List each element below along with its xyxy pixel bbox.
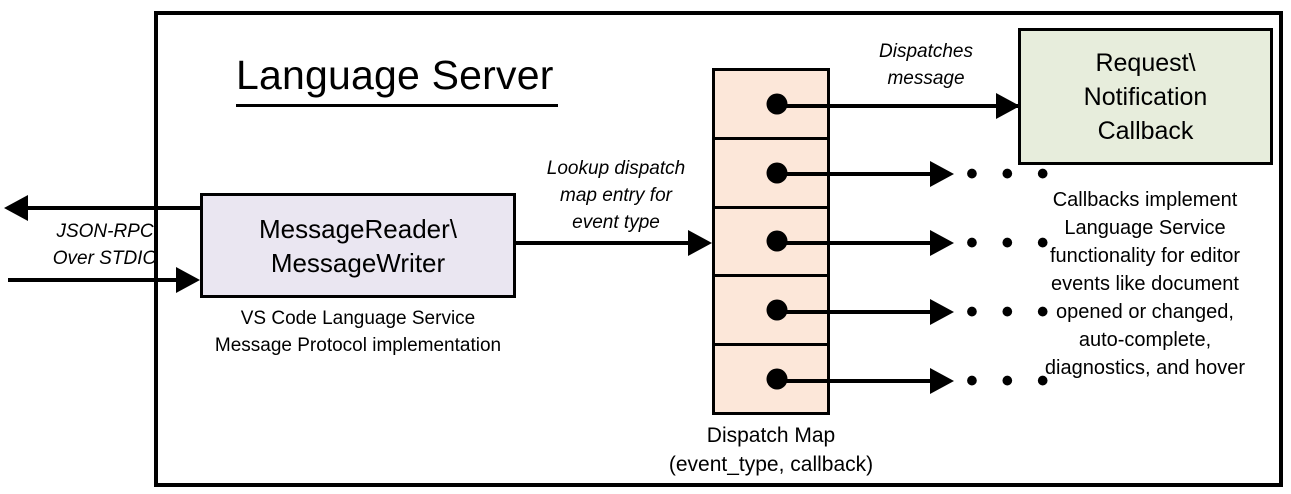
dispatch-map-caption-line1: Dispatch Map xyxy=(706,424,836,447)
dispatch-row2-arrowhead xyxy=(930,161,954,187)
callback-caption-line7: diagnostics, and hover xyxy=(1044,357,1246,379)
message-io-line2: MessageWriter xyxy=(270,247,446,278)
dispatch-map-caption: Dispatch Map (event_type, callback) xyxy=(640,421,902,479)
callback-caption-line3: functionality for editor xyxy=(1049,245,1241,267)
callback-line1: Request\ xyxy=(1095,48,1196,77)
callback-caption-line4: events like document xyxy=(1051,273,1239,295)
dispatch-message-line1: Dispatches xyxy=(879,41,973,62)
lookup-label: Lookup dispatch map entry for event type xyxy=(521,155,711,236)
dispatch-row4-line xyxy=(772,310,932,314)
transport-label-line2: Over STDIO xyxy=(52,248,158,269)
callback-caption-line5: opened or changed, xyxy=(1056,301,1234,323)
lookup-label-line2: map entry for xyxy=(560,185,672,206)
lookup-label-line3: event type xyxy=(572,212,660,233)
language-server-boundary xyxy=(154,11,1283,487)
callback-caption-line2: Language Service xyxy=(1064,217,1226,239)
dispatch-map-caption-line2: (event_type, callback) xyxy=(668,453,874,476)
message-reader-writer-box[interactable]: MessageReader\ MessageWriter xyxy=(200,193,516,298)
dispatch-message-label: Dispatches message xyxy=(836,38,1016,92)
lookup-connector-line xyxy=(516,241,690,245)
dispatch-row5-line xyxy=(772,379,932,383)
table-row[interactable] xyxy=(715,71,827,140)
callback-line3: Callback xyxy=(1097,116,1194,145)
request-notification-callback-box[interactable]: Request\ Notification Callback xyxy=(1018,28,1273,165)
dispatch-callback-arrowhead xyxy=(996,93,1020,119)
inbound-transport-line xyxy=(8,278,178,282)
callback-caption-line6: auto-complete, xyxy=(1078,329,1212,351)
message-io-caption: VS Code Language Service Message Protoco… xyxy=(200,305,516,359)
page-title: Language Server xyxy=(236,52,554,98)
outbound-transport-line xyxy=(28,206,204,210)
transport-label: JSON-RPC Over STDIO xyxy=(30,218,180,272)
dispatch-row2-line xyxy=(772,172,932,176)
lookup-connector-arrowhead xyxy=(688,230,712,256)
dispatch-message-line2: message xyxy=(887,68,965,89)
dispatch-callback-line xyxy=(772,104,1020,108)
message-io-line1: MessageReader\ xyxy=(259,213,457,244)
message-io-caption-line2: Message Protocol implementation xyxy=(214,335,502,356)
callback-caption-line1: Callbacks implement xyxy=(1052,189,1238,211)
dispatch-row5-arrowhead xyxy=(930,368,954,394)
entry-dot-icon xyxy=(766,93,788,115)
callback-caption: Callbacks implement Language Service fun… xyxy=(1012,186,1278,382)
dispatch-row3-arrowhead xyxy=(930,230,954,256)
dispatch-row4-arrowhead xyxy=(930,299,954,325)
lookup-label-line1: Lookup dispatch xyxy=(546,158,686,179)
message-io-caption-line1: VS Code Language Service xyxy=(240,308,476,329)
outbound-transport-arrowhead xyxy=(4,195,28,221)
dispatch-row3-line xyxy=(772,241,932,245)
page-title-underline xyxy=(236,104,558,107)
inbound-transport-arrowhead xyxy=(176,267,200,293)
transport-label-line1: JSON-RPC xyxy=(56,221,154,242)
dispatch-row2-ellipsis: • • • xyxy=(966,155,1056,193)
callback-line2: Notification xyxy=(1083,82,1208,111)
